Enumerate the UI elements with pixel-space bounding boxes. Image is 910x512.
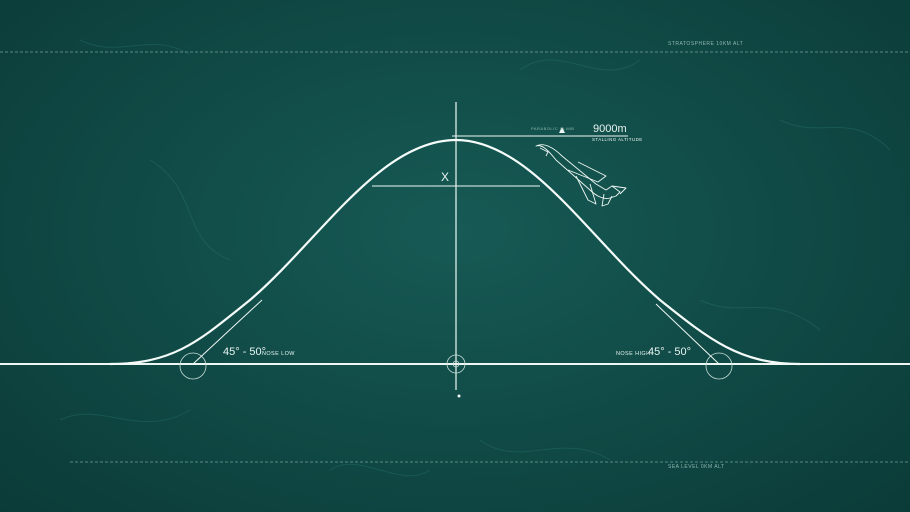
left-angle-marker xyxy=(179,299,263,380)
left-angle-caption: NOSE LOW xyxy=(262,351,295,357)
stratosphere-label: STRATOSPHERE 10KM ALT xyxy=(668,41,744,47)
altitude-caption: STALLING ALTITUDE xyxy=(592,137,643,142)
sea-level-label: SEA LEVEL 0KM ALT xyxy=(668,464,725,470)
left-angle-value: 45° - 50° xyxy=(223,346,267,358)
right-angle-marker xyxy=(655,303,733,380)
chalk-smudges xyxy=(59,39,891,477)
altitude-marker-triangle xyxy=(559,127,565,133)
center-crosshair xyxy=(446,354,466,374)
altitude-marker-label: PARABOLIC CLIMB xyxy=(531,126,575,131)
apex-x-mark: X xyxy=(441,170,450,184)
parabolic-curve xyxy=(109,138,801,366)
altitude-value: 9000m xyxy=(593,123,627,135)
right-angle-caption: NOSE HIGH xyxy=(616,351,651,357)
aircraft-icon xyxy=(535,144,627,207)
axis-bottom-dot xyxy=(457,394,461,398)
right-angle-value: 45° - 50° xyxy=(648,346,692,358)
